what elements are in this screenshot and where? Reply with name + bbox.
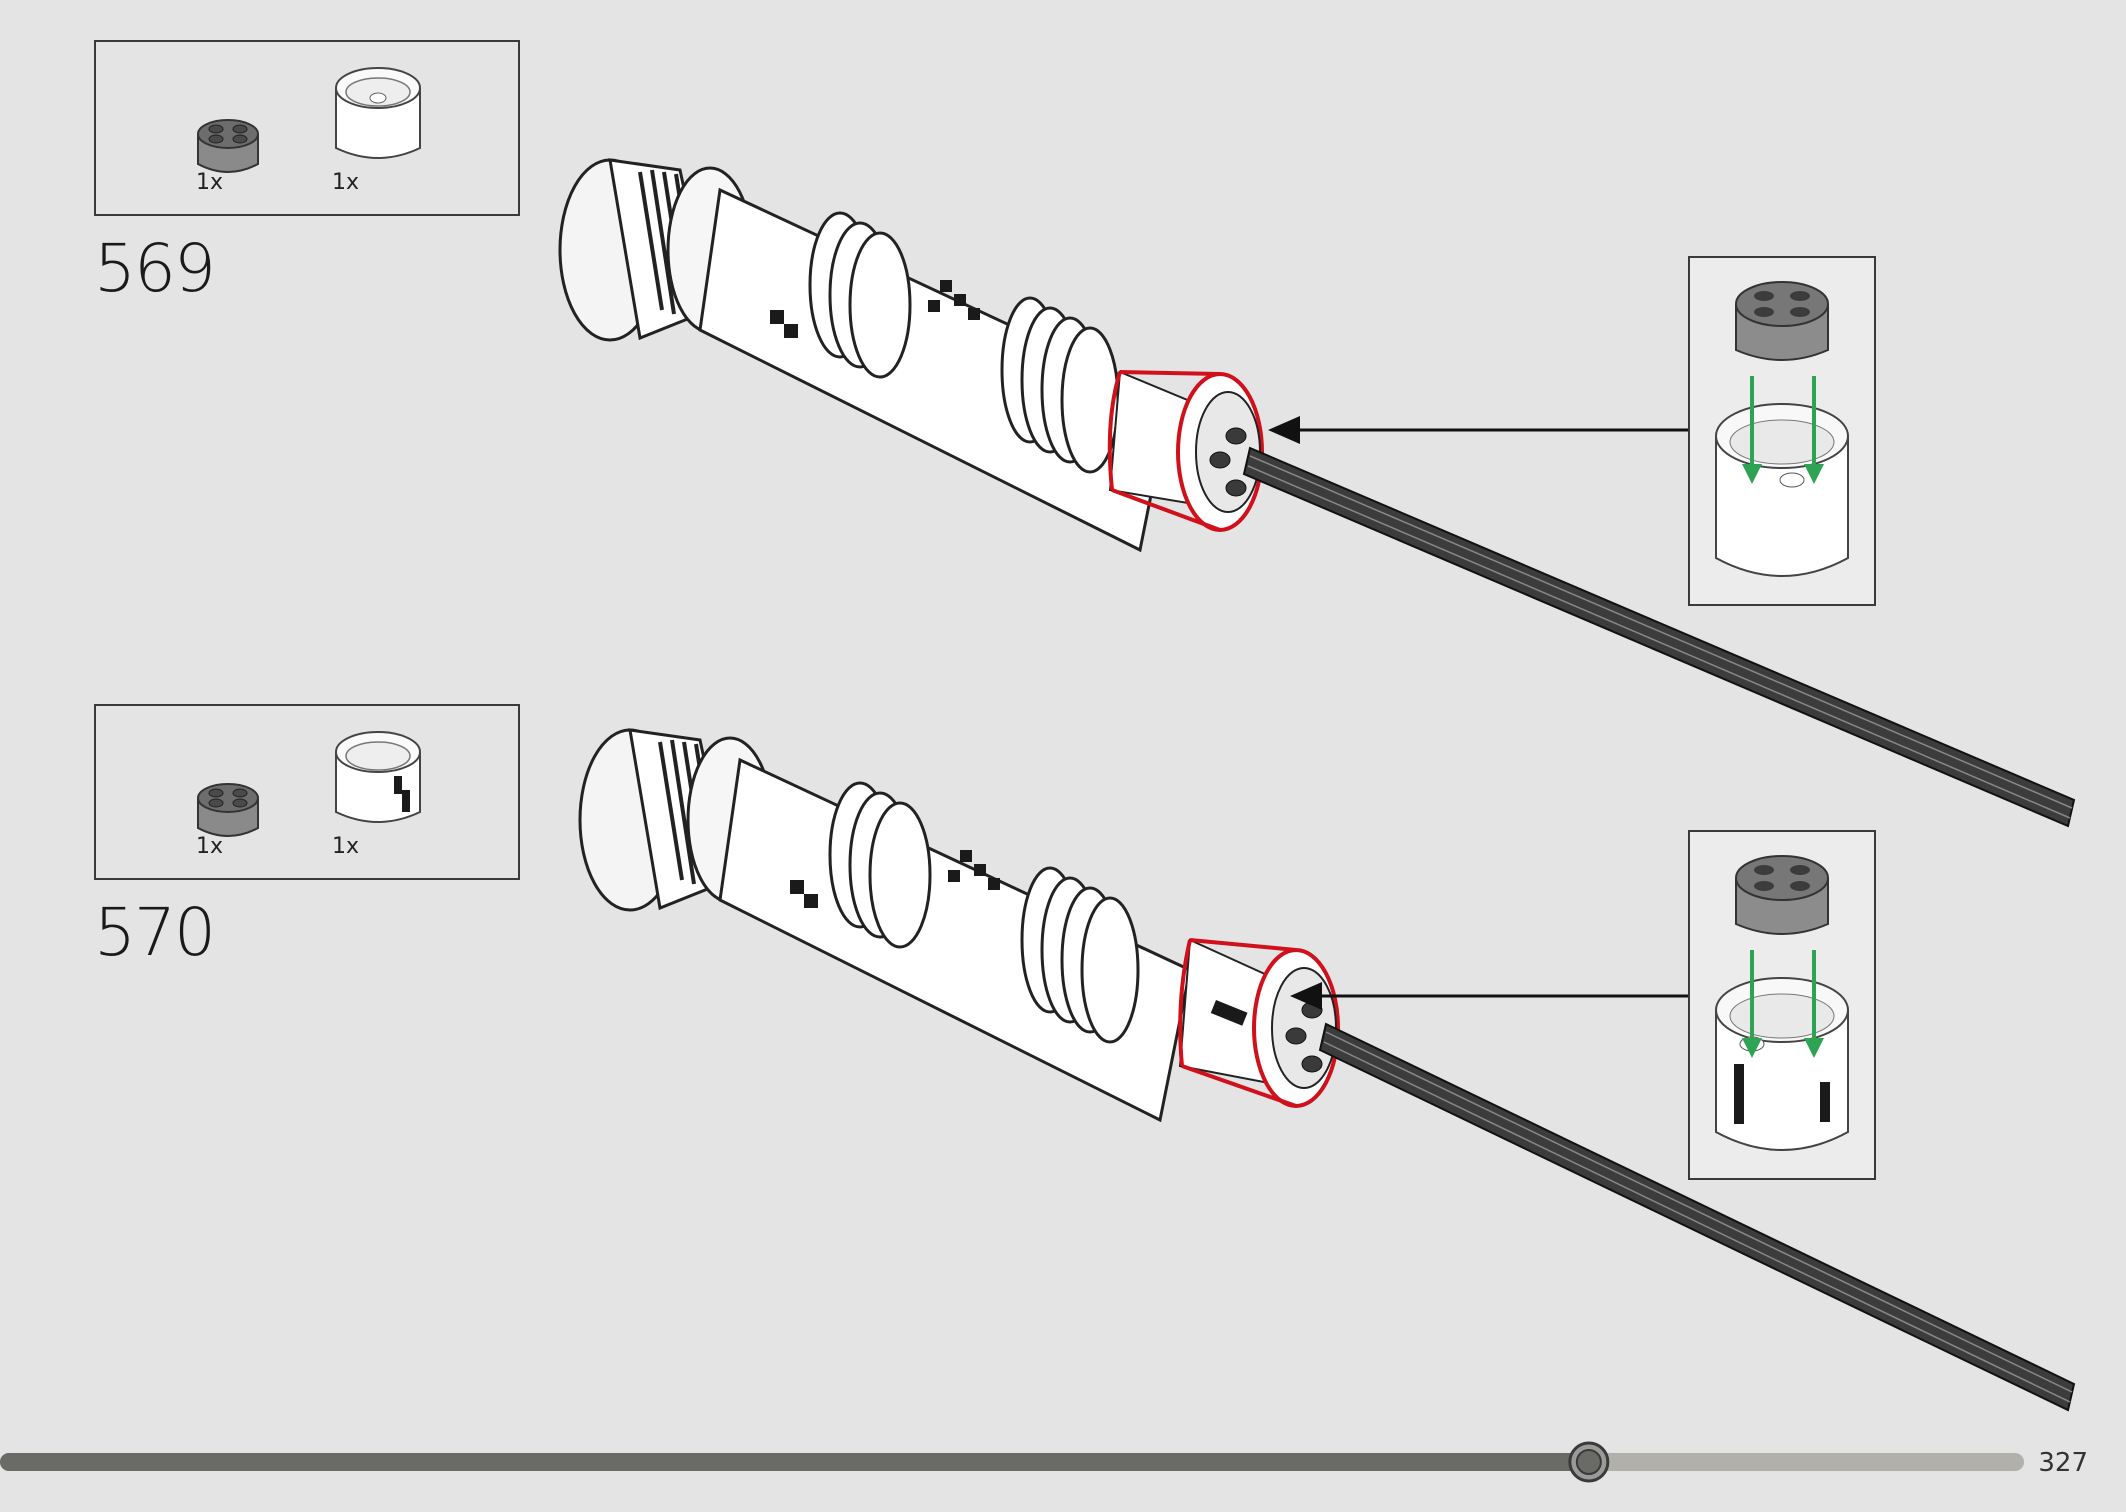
- part-qty: 1x: [332, 170, 360, 195]
- step-number: 570: [94, 894, 216, 971]
- main-assembly-illustration: [558, 158, 2076, 1412]
- parts-list-570: 1x 1x: [94, 704, 520, 880]
- part-dark-gray-round-brick-icon: [197, 783, 259, 837]
- part-white-round-brick-icon: [335, 67, 421, 159]
- page-number: 327: [2038, 1448, 2088, 1478]
- step-number: 569: [94, 230, 216, 307]
- assembly-callout-icon: [1715, 281, 1849, 577]
- part-qty: 1x: [196, 834, 224, 859]
- part-qty: 1x: [196, 170, 224, 195]
- assembly-callout-icon: [1715, 855, 1849, 1151]
- progress-fill: [0, 1453, 1589, 1471]
- parts-list-569: 1x 1x: [94, 40, 520, 216]
- progress-knob-center: [1575, 1449, 1602, 1475]
- part-white-printed-round-brick-icon: [335, 731, 421, 823]
- part-dark-gray-round-brick-icon: [197, 119, 259, 173]
- callout-box-570: [1688, 830, 1876, 1180]
- progress-bar: [0, 1441, 2024, 1483]
- callout-box-569: [1688, 256, 1876, 606]
- part-qty: 1x: [332, 834, 360, 859]
